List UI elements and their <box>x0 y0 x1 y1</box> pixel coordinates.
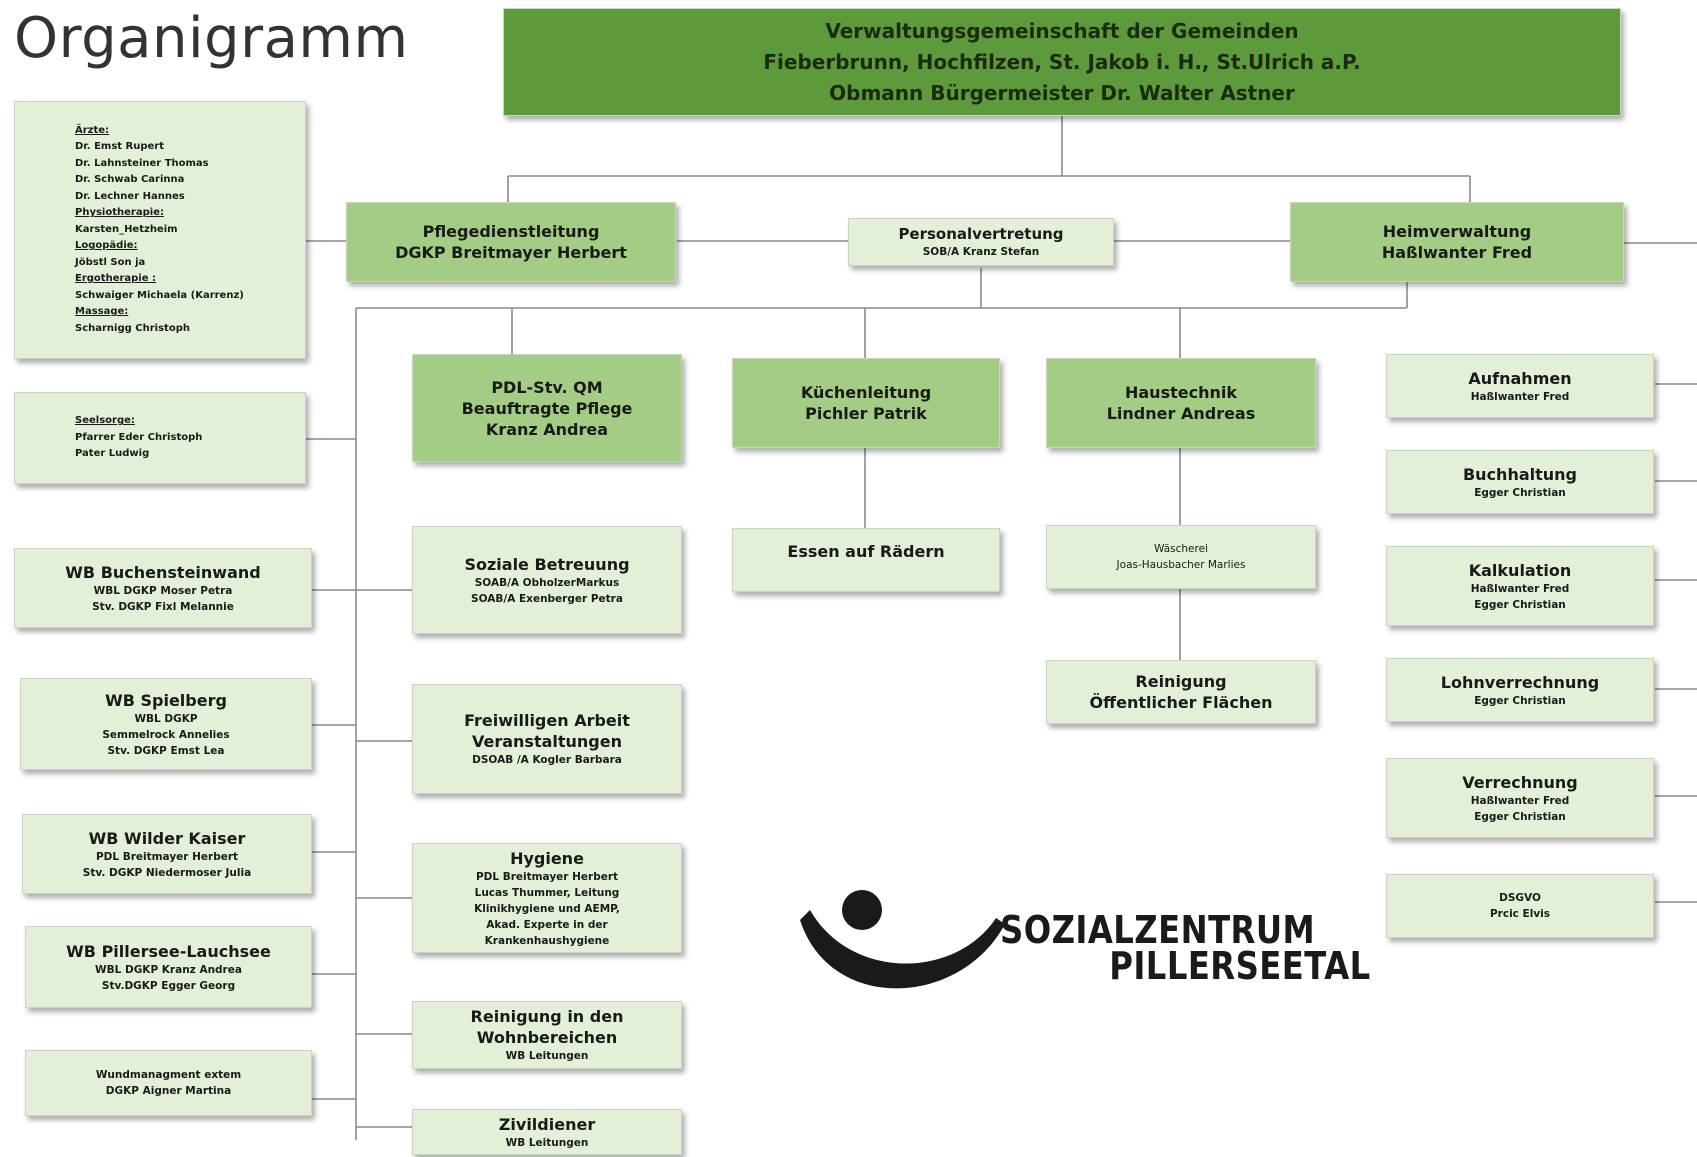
billing-box[interactable]: Verrechnung Haßlwanter Fred Egger Christ… <box>1386 758 1654 838</box>
list-item: Jöbstl Son ja <box>75 256 146 268</box>
quality-management-box[interactable]: PDL-Stv. QM Beauftragte Pflege Kranz And… <box>412 354 682 462</box>
list-item: Pater Ludwig <box>75 448 150 460</box>
quality-management-title: PDL-Stv. QM Beauftragte Pflege Kranz And… <box>461 377 633 439</box>
civil-service-box[interactable]: Zivildiener WB Leitungen <box>412 1109 682 1155</box>
kitchen-management-box[interactable]: Küchenleitung Pichler Patrik <box>732 358 1000 448</box>
gdpr-sub: Prcic Elvis <box>1489 908 1551 920</box>
wound-management-sub: Wundmanagment extem DGKP Aigner Martina <box>95 1069 242 1097</box>
top-line-2: Fieberbrunn, Hochfilzen, St. Jakob i. H.… <box>763 49 1361 74</box>
list-item: Dr. Schwab Carinna <box>75 174 185 186</box>
top-line-1: Verwaltungsgemeinschaft der Gemeinden <box>825 18 1299 43</box>
accounting-title: Buchhaltung <box>1462 464 1577 484</box>
wb-pillersee-sub: WBL DGKP Kranz Andrea Stv.DGKP Egger Geo… <box>95 963 242 992</box>
top-line-3: Obmann Bürgermeister Dr. Walter Astner <box>829 80 1295 105</box>
wb-buchensteinwand-sub: WBL DGKP Moser Petra Stv. DGKP Fixl Mela… <box>92 584 234 613</box>
public-cleaning-title: Reinigung Öffentlicher Flächen <box>1089 672 1273 712</box>
kitchen-management-title: Küchenleitung Pichler Patrik <box>800 383 932 423</box>
calculation-box[interactable]: Kalkulation Haßlwanter Fred Egger Christ… <box>1386 546 1654 626</box>
billing-sub: Haßlwanter Fred Egger Christian <box>1470 794 1570 823</box>
nursing-management-title: Pflegedienstleitung DGKP Breitmayer Herb… <box>395 222 627 262</box>
cleaning-residential-title: Reinigung in den Wohnbereichen <box>470 1007 624 1047</box>
building-services-title: Haustechnik Lindner Andreas <box>1106 383 1256 423</box>
list-item: Schwaiger Michaela (Karrenz) <box>75 289 244 301</box>
payroll-sub: Egger Christian <box>1474 694 1566 707</box>
wb-wilder-kaiser-title: WB Wilder Kaiser <box>88 828 246 848</box>
list-heading: Ergotherapie : <box>75 273 157 285</box>
list-heading: Logopädie: <box>75 240 138 252</box>
laundry-box[interactable]: Wäscherei Joas-Hausbacher Marlies <box>1046 525 1316 589</box>
social-care-title: Soziale Betreuung <box>464 554 630 574</box>
list-item: Pfarrer Eder Christoph <box>75 431 203 443</box>
staff-representation-box[interactable]: Personalvertretung SOB/A Kranz Stefan <box>848 218 1114 266</box>
volunteer-work-box[interactable]: Freiwilligen Arbeit Veranstaltungen DSOA… <box>412 684 682 794</box>
wb-spielberg-sub: WBL DGKP Semmelrock Annelies Stv. DGKP E… <box>102 712 230 757</box>
hygiene-sub: PDL Breitmayer Herbert Lucas Thummer, Le… <box>474 870 620 947</box>
list-heading: Physiotherapie: <box>75 207 164 219</box>
meals-on-wheels-box[interactable]: Essen auf Rädern <box>732 528 1000 592</box>
administration-community-box[interactable]: Verwaltungsgemeinschaft der Gemeinden Fi… <box>503 8 1621 116</box>
list-item: Dr. Lahnsteiner Thomas <box>75 157 209 169</box>
laundry-sub: Joas-Hausbacher Marlies <box>1116 559 1246 571</box>
building-services-box[interactable]: Haustechnik Lindner Andreas <box>1046 358 1316 448</box>
admissions-sub: Haßlwanter Fred <box>1470 390 1570 403</box>
volunteer-work-title: Freiwilligen Arbeit Veranstaltungen <box>464 711 630 751</box>
social-care-sub: SOAB/A ObholzerMarkus SOAB/A Exenberger … <box>471 576 623 605</box>
public-cleaning-box[interactable]: Reinigung Öffentlicher Flächen <box>1046 660 1316 724</box>
list-heading: Massage: <box>75 306 129 318</box>
sozialzentrum-logo-icon <box>800 890 1005 989</box>
volunteer-work-sub: DSOAB /A Kogler Barbara <box>472 754 622 766</box>
staff-representation-sub: SOB/A Kranz Stefan <box>922 246 1040 258</box>
admissions-box[interactable]: Aufnahmen Haßlwanter Fred <box>1386 354 1654 418</box>
hygiene-title: Hygiene <box>510 848 584 868</box>
payroll-box[interactable]: Lohnverrechnung Egger Christian <box>1386 658 1654 722</box>
staff-representation-title: Personalvertretung <box>898 225 1064 243</box>
calculation-sub: Haßlwanter Fred Egger Christian <box>1470 582 1570 611</box>
calculation-title: Kalkulation <box>1468 560 1572 580</box>
wb-pillersee-box[interactable]: WB Pillersee-Lauchsee WBL DGKP Kranz And… <box>25 926 312 1008</box>
gdpr-title: DSGVO <box>1499 892 1541 904</box>
wound-management-box[interactable]: Wundmanagment extem DGKP Aigner Martina <box>25 1050 312 1116</box>
cleaning-residential-sub: WB Leitungen <box>505 1050 589 1062</box>
wb-buchensteinwand-title: WB Buchensteinwand <box>65 562 261 582</box>
logo-line-2: PILLERSEETAL <box>1109 944 1371 988</box>
admissions-title: Aufnahmen <box>1468 368 1572 388</box>
nursing-management-box[interactable]: Pflegedienstleitung DGKP Breitmayer Herb… <box>346 202 676 282</box>
wb-wilder-kaiser-box[interactable]: WB Wilder Kaiser PDL Breitmayer Herbert … <box>22 814 312 894</box>
social-care-box[interactable]: Soziale Betreuung SOAB/A ObholzerMarkus … <box>412 526 682 634</box>
accounting-sub: Egger Christian <box>1474 486 1566 499</box>
cleaning-residential-box[interactable]: Reinigung in den Wohnbereichen WB Leitun… <box>412 1001 682 1069</box>
logo-wordmark: SOZIALZENTRUM PILLERSEETAL <box>1000 908 1371 988</box>
list-heading: Seelsorge: <box>75 415 135 427</box>
gdpr-box[interactable]: DSGVO Prcic Elvis <box>1386 874 1654 938</box>
civil-service-sub: WB Leitungen <box>505 1136 589 1149</box>
accounting-box[interactable]: Buchhaltung Egger Christian <box>1386 450 1654 514</box>
list-heading: Ärzte: <box>75 124 110 136</box>
payroll-title: Lohnverrechnung <box>1440 672 1600 692</box>
home-administration-title: Heimverwaltung Haßlwanter Fred <box>1381 222 1533 262</box>
billing-title: Verrechnung <box>1462 772 1578 792</box>
laundry-title: Wäscherei <box>1154 543 1208 555</box>
list-item: Dr. Emst Rupert <box>75 141 165 153</box>
page-title: Organigramm <box>14 6 409 71</box>
wb-spielberg-title: WB Spielberg <box>105 690 227 710</box>
wb-spielberg-box[interactable]: WB Spielberg WBL DGKP Semmelrock Annelie… <box>20 678 312 770</box>
civil-service-title: Zivildiener <box>498 1114 596 1134</box>
hygiene-box[interactable]: Hygiene PDL Breitmayer Herbert Lucas Thu… <box>412 843 682 953</box>
wb-wilder-kaiser-sub: PDL Breitmayer Herbert Stv. DGKP Niederm… <box>82 850 252 879</box>
home-administration-box[interactable]: Heimverwaltung Haßlwanter Fred <box>1290 202 1624 282</box>
list-item: Dr. Lechner Hannes <box>75 190 185 202</box>
wb-pillersee-title: WB Pillersee-Lauchsee <box>66 941 271 961</box>
list-item: Karsten_Hetzheim <box>75 223 178 235</box>
logo-line-1: SOZIALZENTRUM <box>1000 908 1316 952</box>
meals-on-wheels-title: Essen auf Rädern <box>787 542 945 561</box>
wb-buchensteinwand-box[interactable]: WB Buchensteinwand WBL DGKP Moser Petra … <box>14 548 312 628</box>
list-item: Scharnigg Christoph <box>75 322 190 334</box>
